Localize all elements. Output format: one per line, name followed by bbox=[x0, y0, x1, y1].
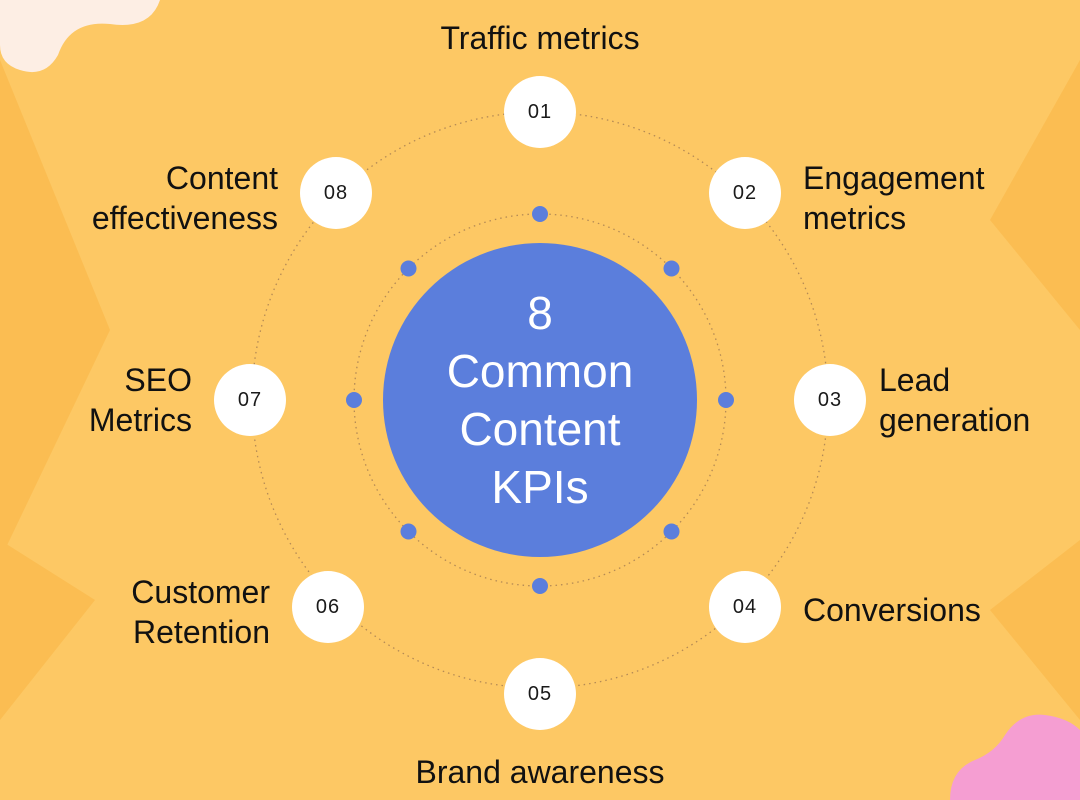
inner-ring-dots bbox=[346, 206, 734, 594]
hub-title: 8 Common Content KPIs bbox=[390, 284, 690, 516]
kpi-label-line: Metrics bbox=[88, 402, 192, 438]
hub-title-line: 8 bbox=[527, 287, 553, 339]
ring-dot bbox=[400, 260, 417, 277]
kpi-node-06: 06 bbox=[292, 571, 364, 643]
kpi-label-lead-generation: Lead generation bbox=[879, 360, 1030, 440]
kpi-label-conversions: Conversions bbox=[803, 590, 981, 630]
kpi-label-customer-retention: Customer Retention bbox=[131, 572, 270, 652]
kpi-node-04: 04 bbox=[709, 571, 781, 643]
kpi-label-line: metrics bbox=[803, 200, 907, 236]
hub-title-line: Common bbox=[446, 345, 634, 397]
kpi-label-line: Retention bbox=[133, 614, 270, 650]
kpi-label-seo-metrics: SEO Metrics bbox=[89, 360, 192, 440]
kpi-label-line: Engagement bbox=[803, 160, 985, 196]
kpi-label-engagement-metrics: Engagement metrics bbox=[803, 158, 984, 238]
kpi-node-05: 05 bbox=[504, 658, 576, 730]
kpi-label-line: Customer bbox=[131, 574, 270, 610]
decor-cream-shape bbox=[0, 0, 160, 73]
ring-dot bbox=[663, 260, 680, 277]
kpi-label-content-effectiveness: Content effectiveness bbox=[92, 158, 278, 238]
hub-title-line: Content bbox=[459, 403, 621, 455]
decor-right-ray-bottom bbox=[990, 540, 1080, 720]
decor-left-ray-bottom bbox=[0, 540, 95, 720]
hub-circle bbox=[383, 243, 697, 557]
kpi-node-07: 07 bbox=[214, 364, 286, 436]
kpi-node-02: 02 bbox=[709, 157, 781, 229]
kpi-label-brand-awareness: Brand awareness bbox=[415, 752, 664, 792]
ring-dot bbox=[532, 206, 548, 222]
decor-pink-shape bbox=[950, 714, 1080, 800]
ring-dot bbox=[346, 392, 362, 408]
kpi-node-01: 01 bbox=[504, 76, 576, 148]
hub-title-line: KPIs bbox=[491, 461, 589, 513]
kpi-node-08: 08 bbox=[300, 157, 372, 229]
ring-dot bbox=[532, 578, 548, 594]
kpi-label-line: Traffic metrics bbox=[440, 20, 640, 56]
kpi-label-traffic-metrics: Traffic metrics bbox=[440, 18, 639, 58]
kpi-label-line: Conversions bbox=[803, 592, 981, 628]
ring-dot bbox=[663, 523, 680, 540]
ring-dot bbox=[400, 523, 417, 540]
kpi-label-line: Brand awareness bbox=[415, 754, 665, 790]
decor-left-ray-top bbox=[0, 60, 110, 560]
ring-dot bbox=[718, 392, 734, 408]
kpi-label-line: SEO bbox=[124, 362, 192, 398]
kpi-label-line: effectiveness bbox=[91, 200, 278, 236]
kpi-label-line: Content bbox=[165, 160, 278, 196]
kpi-label-line: generation bbox=[879, 402, 1031, 438]
kpi-label-line: Lead bbox=[879, 362, 951, 398]
kpi-node-03: 03 bbox=[794, 364, 866, 436]
decor-right-ray-top bbox=[990, 60, 1080, 330]
